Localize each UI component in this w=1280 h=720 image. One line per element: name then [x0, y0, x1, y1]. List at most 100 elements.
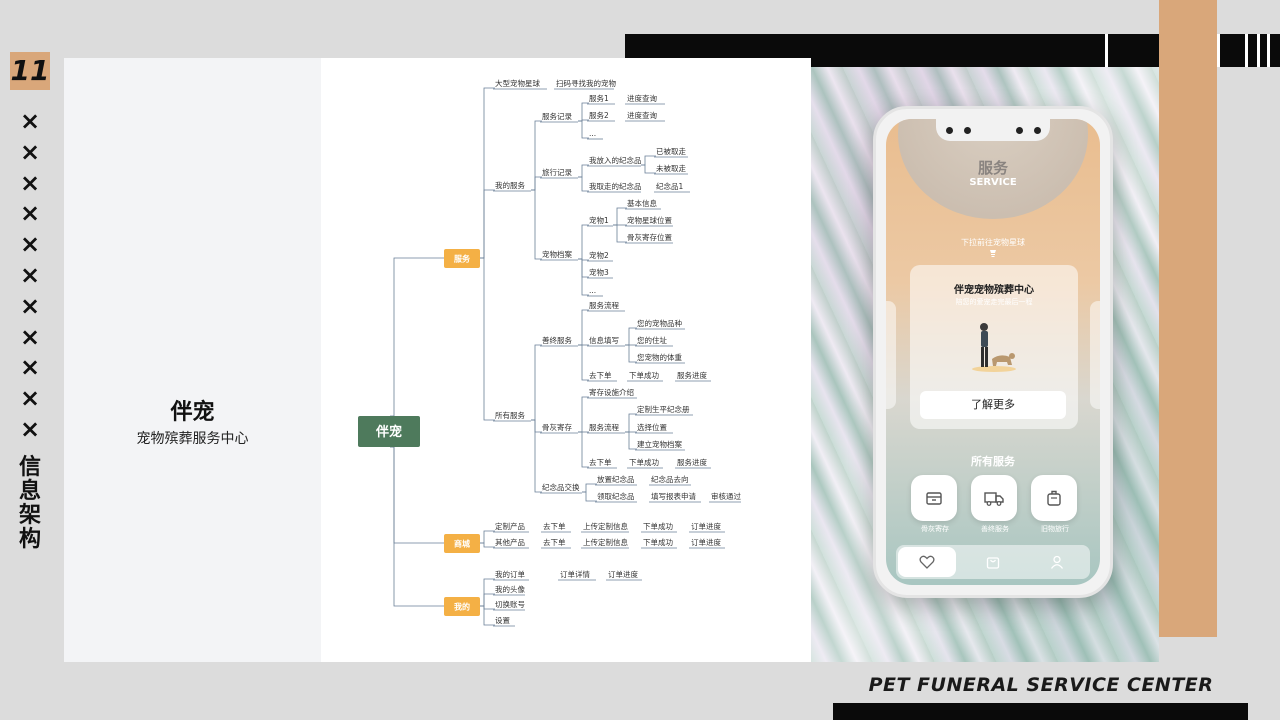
mindmap-node-label: 您的住址 — [637, 335, 667, 345]
cross-mark: × — [19, 353, 41, 382]
mindmap-connector — [641, 155, 656, 166]
mindmap-connector — [578, 309, 589, 346]
cross-marks: × × × × × × × × × × × — [16, 106, 44, 445]
bar-divider — [1105, 34, 1108, 67]
service-old-item-travel[interactable]: 旧物旅行 — [1031, 475, 1079, 534]
branch-mall-box — [444, 534, 480, 553]
mindmap-connector — [480, 257, 495, 421]
brand-panel: 伴宠 宠物殡葬服务中心 — [64, 58, 321, 662]
mindmap-root-label: 伴宠 — [375, 424, 402, 440]
mindmap-connector — [390, 257, 444, 417]
mindmap-node-label: 填写报表申请 — [651, 491, 696, 501]
camera-dot — [964, 127, 971, 134]
mindmap-node-label: 纪念品1 — [656, 181, 683, 191]
service-ash-storage[interactable]: 骨灰寄存 — [911, 475, 959, 534]
mindmap-node-label: 下单成功 — [629, 457, 659, 467]
mindmap-node-label: 切换账号 — [495, 599, 525, 609]
learn-more-button[interactable]: 了解更多 — [920, 391, 1066, 419]
cross-mark: × — [19, 260, 41, 289]
mindmap-node-label: 去下单 — [589, 457, 612, 467]
mindmap-connector — [480, 530, 495, 544]
mindmap-node-label: 上传定制信息 — [583, 521, 628, 531]
mindmap-connector — [613, 207, 627, 226]
mindmap-connector — [480, 542, 495, 548]
mindmap-connector — [578, 258, 589, 296]
tan-decor-column — [1159, 0, 1217, 637]
mindmap-connector — [390, 446, 444, 544]
bar-divider — [1217, 34, 1220, 67]
mindmap-connector — [480, 87, 495, 259]
cross-mark: × — [19, 230, 41, 259]
bottom-decor-bar — [833, 703, 1248, 720]
van-icon — [971, 475, 1017, 521]
tab-mine[interactable] — [1028, 547, 1086, 577]
bottom-tab-bar — [896, 545, 1090, 579]
pull-hint[interactable]: 下拉前往宠物星球 — [961, 238, 1025, 247]
mindmap-node-label: 上传定制信息 — [583, 537, 628, 547]
cross-mark: × — [19, 199, 41, 228]
mindmap-connector — [625, 413, 637, 433]
branch-mall-label: 商城 — [454, 538, 470, 548]
footer-title: PET FUNERAL SERVICE CENTER — [868, 674, 1214, 696]
user-icon — [1050, 555, 1064, 569]
mindmap-node-label: 服务进度 — [677, 457, 707, 467]
tab-home[interactable] — [898, 547, 956, 577]
mindmap-node-label: 宠物2 — [589, 250, 609, 260]
mindmap-node-label: 宠物1 — [589, 215, 609, 225]
mindmap-connector — [480, 578, 495, 607]
mindmap-node-label: ... — [589, 286, 596, 295]
mindmap-connector — [531, 344, 542, 421]
mindmap-node-label: 订单进度 — [691, 521, 721, 531]
mindmap-connector — [578, 431, 589, 468]
mindmap-connector — [578, 224, 589, 260]
mindmap-node-label: 放置纪念品 — [597, 474, 635, 484]
next-card-tab[interactable] — [1090, 301, 1100, 409]
mindmap-connector — [531, 419, 542, 433]
section-title: 信息架构 — [18, 455, 41, 552]
mindmap-node-label: 订单进度 — [608, 569, 638, 579]
branch-service-label: 服务 — [454, 253, 471, 263]
mindmap-connector — [641, 164, 656, 174]
mindmap-node-label: 我的服务 — [495, 180, 525, 190]
mindmap-node-label: 去下单 — [543, 537, 566, 547]
camera-dot — [1016, 127, 1023, 134]
mindmap-node-label: 旅行记录 — [542, 167, 572, 177]
mindmap-node-label: 下单成功 — [643, 537, 673, 547]
prev-card-tab[interactable] — [886, 301, 896, 409]
suitcase-icon — [1031, 475, 1077, 521]
cross-mark: × — [19, 168, 41, 197]
screen-subtitle: SERVICE — [969, 177, 1017, 188]
feature-card: 伴宠宠物殡葬中心 陪您的爱宠走完最后一程 了解更多 — [910, 265, 1078, 429]
mindmap-node-label: 已被取走 — [656, 146, 686, 156]
mindmap-node-label: 所有服务 — [495, 410, 525, 420]
all-services-title: 所有服务 — [971, 455, 1015, 468]
mindmap-node-label: 去下单 — [543, 521, 566, 531]
mindmap-node-label: 下单成功 — [629, 370, 659, 380]
mindmap-connector — [578, 176, 589, 192]
mindmap-node-label: 我取走的纪念品 — [589, 181, 642, 191]
cross-mark: × — [19, 322, 41, 351]
mindmap-connector — [531, 176, 542, 191]
service-end-of-life[interactable]: 善终服务 — [971, 475, 1019, 534]
branch-mine-label: 我的 — [454, 601, 470, 611]
mindmap-node-label: 未被取走 — [656, 163, 686, 173]
mindmap-connector — [625, 344, 637, 363]
mindmap-lines — [390, 87, 741, 627]
mindmap-connector — [531, 419, 542, 493]
card-subtitle: 陪您的爱宠走完最后一程 — [955, 298, 1033, 306]
mindmap-root-box — [358, 416, 420, 447]
mindmap-connector — [625, 327, 637, 346]
service-label: 旧物旅行 — [1041, 525, 1069, 533]
mindmap-connector — [578, 258, 589, 278]
mindmap-node-label: 大型宠物星球 — [495, 78, 540, 88]
mindmap-node-label: 订单详情 — [560, 569, 590, 579]
brand-subtitle: 宠物殡葬服务中心 — [136, 431, 249, 447]
mindmap-node-label: 建立宠物档案 — [637, 439, 682, 449]
tab-mall[interactable] — [964, 547, 1022, 577]
page-number: 11 — [10, 52, 50, 90]
bar-divider — [1245, 34, 1248, 67]
mindmap-connector — [390, 446, 444, 607]
mindmap-node-label: 审核通过 — [711, 491, 741, 501]
